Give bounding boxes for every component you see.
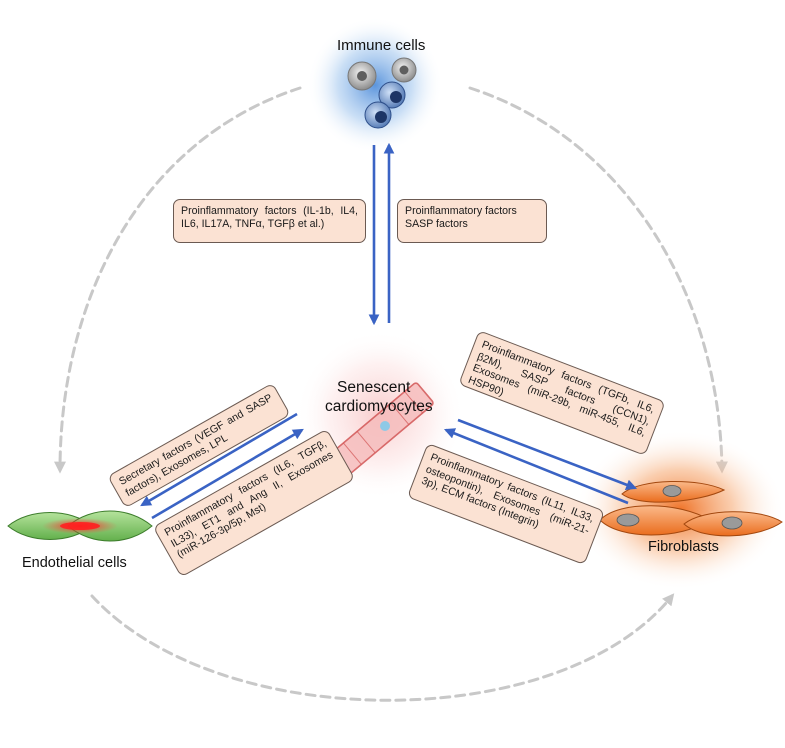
endothelial-cells-icon [7, 510, 153, 542]
signal-arrows [140, 142, 638, 520]
arrow-fibro-to-cm [443, 428, 629, 505]
arrow-endo-to-cm [151, 428, 304, 520]
fibroblasts-label: Fibroblasts [648, 539, 719, 555]
dashed-cycle [54, 86, 728, 702]
dashed-arc-endo-fibro [90, 593, 675, 702]
factor-box-immune-to-cm: Proinflammatory factors (IL-1b, IL4, IL6… [173, 199, 366, 243]
senescent-label-line1: Senescent [337, 379, 411, 396]
arrow-cm-to-fibro [457, 418, 638, 490]
immune-cells-icon [347, 57, 417, 129]
factor-box-cm-to-immune: Proinflammatory factors SASP factors [397, 199, 547, 243]
senescent-label-line2: cardiomyocytes [325, 398, 433, 415]
immune-glow [307, 17, 443, 153]
dashed-arc-immune-to-endo [54, 86, 302, 474]
immune-cells-label: Immune cells [337, 37, 426, 54]
dashed-arc-fibro-to-immune [468, 86, 728, 474]
arrow-cm-to-endo [140, 412, 298, 507]
endothelial-cells-label: Endothelial cells [22, 555, 127, 571]
fibroblasts-icon [599, 480, 783, 537]
